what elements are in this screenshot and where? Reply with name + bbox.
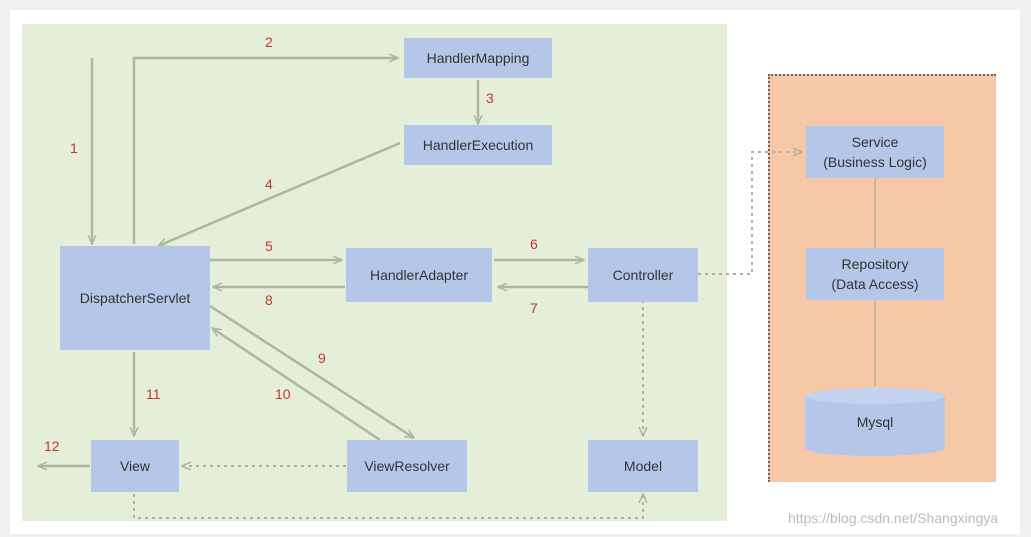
mysql-label: Mysql bbox=[856, 414, 894, 430]
step-9-label: 9 bbox=[318, 350, 326, 366]
arrow-controller-service bbox=[698, 152, 802, 275]
step-1-label: 1 bbox=[70, 140, 78, 156]
step-2-label: 2 bbox=[265, 34, 273, 50]
arrow-4 bbox=[158, 141, 401, 248]
controller-node: Controller bbox=[588, 248, 698, 302]
watermark-url: https://blog.csdn.net/Shangxingya bbox=[788, 510, 999, 526]
step-11-label: 11 bbox=[146, 386, 161, 402]
database-cylinder-icon bbox=[805, 388, 945, 456]
dispatcher-servlet-node: DispatcherServlet bbox=[60, 246, 210, 350]
view-node: View bbox=[91, 440, 179, 492]
step-4-label: 4 bbox=[265, 176, 273, 192]
view-resolver-node: ViewResolver bbox=[347, 440, 467, 492]
step-6-label: 6 bbox=[530, 236, 538, 252]
mysql-database-node: Mysql bbox=[805, 388, 945, 456]
step-7-label: 7 bbox=[530, 300, 538, 316]
repository-node: Repository (Data Access) bbox=[806, 248, 944, 300]
step-8-label: 8 bbox=[265, 292, 273, 308]
handler-execution-node: HandlerExecution bbox=[404, 125, 552, 165]
handler-mapping-node: HandlerMapping bbox=[404, 38, 552, 78]
step-5-label: 5 bbox=[265, 238, 273, 254]
arrow-10 bbox=[212, 326, 381, 442]
handler-adapter-node: HandlerAdapter bbox=[346, 248, 492, 302]
arrow-9 bbox=[209, 304, 414, 440]
arrow-view-model bbox=[133, 494, 643, 519]
step-10-label: 10 bbox=[275, 386, 291, 402]
step-12-label: 12 bbox=[44, 438, 60, 454]
arrow-2 bbox=[132, 58, 398, 244]
step-3-label: 3 bbox=[486, 90, 494, 106]
model-node: Model bbox=[588, 440, 698, 492]
service-node: Service (Business Logic) bbox=[806, 126, 944, 178]
